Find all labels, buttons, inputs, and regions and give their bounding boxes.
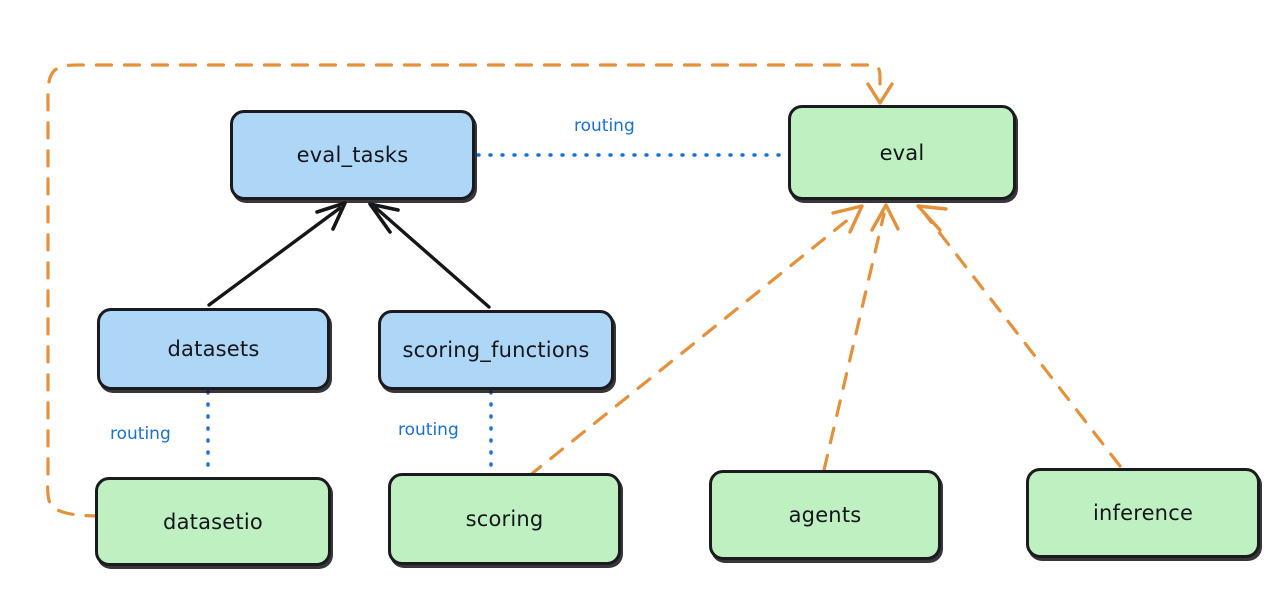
- node-label: inference: [1092, 501, 1194, 525]
- edge-inference-eval: [916, 204, 1122, 468]
- node-label: eval_tasks: [296, 143, 409, 167]
- node-scoring[interactable]: scoring: [388, 473, 621, 565]
- node-label: eval: [879, 140, 925, 165]
- node-scoring-functions[interactable]: scoring_functions: [378, 310, 614, 390]
- node-agents[interactable]: agents: [709, 470, 941, 560]
- node-label: datasets: [167, 337, 260, 361]
- edge-scoring-eval: [527, 204, 864, 478]
- node-eval-tasks[interactable]: eval_tasks: [230, 110, 475, 200]
- node-datasetio[interactable]: datasetio: [95, 477, 331, 566]
- node-label: datasetio: [163, 509, 263, 534]
- edge-datasets-eval-tasks: [207, 201, 347, 307]
- edge-label-routing-datasets: routing: [110, 424, 171, 444]
- node-datasets[interactable]: datasets: [97, 308, 330, 390]
- node-eval[interactable]: eval: [788, 105, 1016, 200]
- node-label: agents: [788, 503, 862, 527]
- node-label: scoring_functions: [402, 338, 590, 362]
- node-label: scoring: [465, 507, 544, 531]
- edge-label-routing-eval-tasks: routing: [574, 116, 635, 136]
- edge-agents-eval: [822, 203, 900, 472]
- edge-label-routing-scoring-functions: routing: [398, 420, 459, 440]
- edge-datasetio-eval: [46, 63, 894, 518]
- node-inference[interactable]: inference: [1026, 468, 1260, 558]
- edge-scoring-functions-eval-tasks: [368, 202, 491, 309]
